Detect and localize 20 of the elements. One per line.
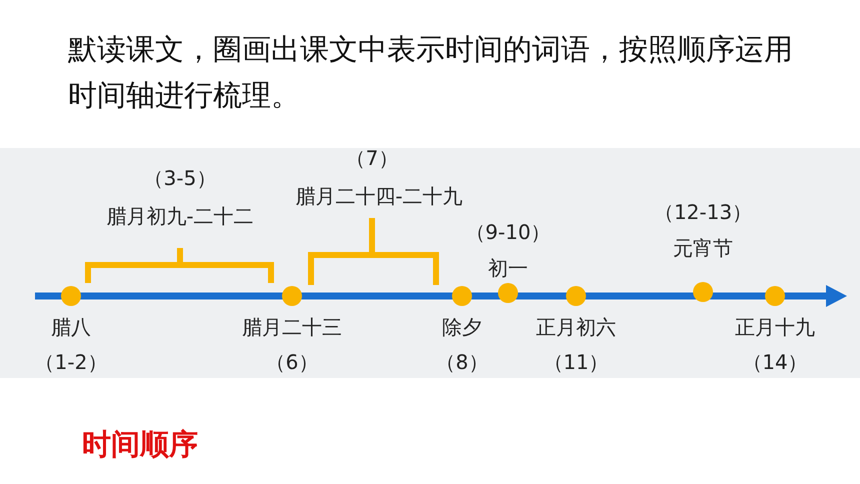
paragraph-number: （12-13）: [654, 199, 752, 225]
instruction-text: 默读课文，圈画出课文中表示时间的词语，按照顺序运用时间轴进行梳理。: [68, 31, 794, 114]
paragraph-number: （1-2）: [34, 349, 108, 375]
date-label: 腊八: [51, 314, 91, 340]
paragraph-number: （8）: [436, 349, 488, 375]
date-label: 正月初六: [536, 314, 616, 340]
date-range-label: 腊月二十四-二十九: [295, 183, 463, 209]
paragraph-number: （14）: [742, 349, 808, 375]
date-label: 腊月二十三: [242, 314, 342, 340]
date-range-label: 腊月初九-二十二: [106, 203, 254, 229]
paragraph-number: （3-5）: [144, 165, 216, 191]
date-label: 除夕: [442, 314, 482, 340]
heading: 时间顺序: [82, 426, 198, 463]
paragraph-number: （7）: [346, 145, 398, 171]
date-label: 元宵节: [673, 235, 733, 261]
paragraph-number: （6）: [266, 349, 318, 375]
date-label: 初一: [488, 255, 528, 281]
date-label: 正月十九: [735, 314, 815, 340]
paragraph-number: （9-10）: [465, 219, 551, 245]
paragraph-number: （11）: [543, 349, 609, 375]
